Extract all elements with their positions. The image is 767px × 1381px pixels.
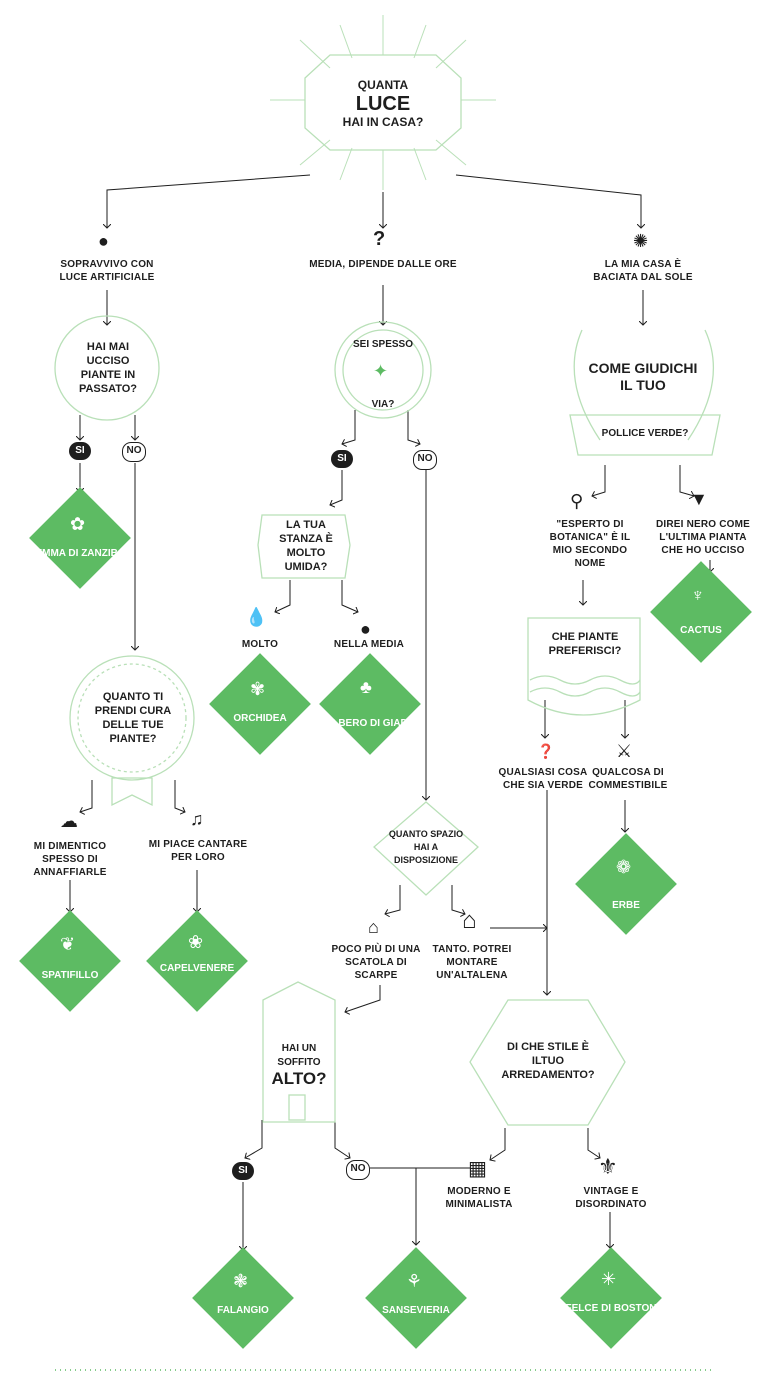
- answer-si-ceiling: SI: [232, 1162, 254, 1180]
- answer-no-killed: NO: [122, 442, 146, 462]
- trowel-icon: ⚲: [570, 491, 584, 511]
- plant-giada: ALBERO DI GIADA: [325, 718, 415, 729]
- dead-plant-pot-icon: ▼: [690, 489, 708, 509]
- question-away-top: SEI SPESSO: [352, 339, 414, 350]
- bulb-icon: ●: [98, 231, 109, 251]
- big-house-icon: ⌂: [462, 907, 477, 934]
- plant-spatifillo: SPATIFILLO: [41, 970, 99, 981]
- answer-big: TANTO. POTREI MONTARE UN'ALTALENA: [432, 944, 512, 981]
- question-killed: HAI MAI UCCISO PIANTE IN PASSATO?: [78, 341, 138, 395]
- plant-erbe: ERBE: [612, 900, 640, 911]
- title-line2: LUCE: [355, 93, 411, 115]
- answer-si-killed: SI: [69, 442, 91, 460]
- question-thumb-ribbon: POLLICE VERDE?: [601, 428, 689, 439]
- answer-modern: MODERNO E MINIMALISTA: [445, 1186, 513, 1210]
- title-question: QUANTA LUCE HAI IN CASA?: [305, 78, 461, 130]
- plant-capelvenere: CAPELVENERE: [159, 963, 235, 974]
- answer-molto: MOLTO: [241, 639, 279, 650]
- humid-frame: [257, 514, 351, 579]
- drop-icon: ●: [360, 619, 371, 639]
- title-sunburst: [270, 15, 496, 190]
- branch-medium: MEDIA, DIPENDE DALLE ORE: [309, 259, 457, 270]
- giada-plant-icon: ♣: [360, 677, 372, 697]
- title-frame: [304, 54, 462, 151]
- grid-icon: ▦: [468, 1158, 487, 1180]
- zanzibar-plant-icon: ✿: [70, 514, 86, 534]
- question-care: QUANTO TI PRENDI CURA DELLE TUE PIANTE?: [94, 691, 172, 745]
- thought-cloud-icon: ☁: [60, 811, 78, 831]
- style-frame: [469, 999, 626, 1126]
- orchidea-plant-icon: ✾: [250, 679, 266, 699]
- plant-sansevieria: SANSEVIERIA: [382, 1305, 450, 1316]
- question-small-icon: ❓: [537, 743, 555, 759]
- branch-artificial: SOPRAVVIVO CON LUCE ARTIFICIALE: [59, 259, 155, 283]
- felce-plant-icon: ✳: [601, 1269, 617, 1289]
- space-frame: [373, 801, 479, 896]
- plant-zanzibar: GEMMA DI ZANZIBAR: [27, 548, 133, 559]
- question-humid: LA TUA STANZA È MOLTO UMIDA?: [279, 519, 333, 573]
- fleur-de-lis-icon: ⚜: [598, 1154, 618, 1179]
- answer-no-away: NO: [413, 450, 437, 470]
- answer-si-away: SI: [331, 450, 353, 468]
- erbe-plant-icon: ❁: [616, 857, 632, 877]
- spatifillo-plant-icon: ❦: [60, 934, 76, 954]
- plant-falangio: FALANGIO: [217, 1305, 269, 1316]
- cutlery-icon: ⚔: [616, 741, 633, 761]
- answer-expert: "ESPERTO DI BOTANICA" È IL MIO SECONDO N…: [549, 519, 631, 569]
- plant-felce: FELCE DI BOSTON: [565, 1303, 657, 1314]
- question-thumb-top: COME GIUDICHI IL TUO: [588, 360, 698, 393]
- killed-frame: [54, 315, 160, 421]
- question-prefer: CHE PIANTE PREFERISCI?: [548, 631, 622, 657]
- music-note-icon: ♫: [190, 809, 204, 829]
- answer-edible: QUALCOSA DI COMMESTIBILE: [588, 767, 668, 791]
- answer-forget: MI DIMENTICO SPESSO DI ANNAFFIARLE: [33, 841, 107, 878]
- plant-cactus: CACTUS: [680, 625, 722, 636]
- falangio-plant-icon: ❃: [233, 1271, 249, 1291]
- question-away-bottom: VIA?: [371, 399, 395, 410]
- answer-black: DIREI NERO COME L'ULTIMA PIANTA CHE HO U…: [655, 519, 751, 556]
- ceiling-frame: [262, 981, 336, 1123]
- question-style: DI CHE STILE È ILTUO ARREDAMENTO?: [501, 1041, 595, 1081]
- drops-icon: 💧: [245, 607, 268, 627]
- answer-no-ceiling: NO: [346, 1160, 370, 1180]
- branch-sun: LA MIA CASA È BACIATA DAL SOLE: [593, 259, 693, 283]
- answer-vintage: VINTAGE E DISORDINATO: [575, 1186, 647, 1210]
- plant-orchidea: ORCHIDEA: [233, 713, 287, 724]
- compass-icon: ✦: [373, 361, 389, 381]
- question-icon: ?: [373, 228, 386, 250]
- title-line3: HAI IN CASA?: [342, 115, 424, 129]
- answer-small: POCO PIÙ DI UNA SCATOLA DI SCARPE: [331, 944, 421, 981]
- prefer-frame: [527, 617, 641, 716]
- answer-sing: MI PIACE CANTARE PER LORO: [148, 839, 248, 863]
- small-house-icon: ⌂: [368, 917, 379, 937]
- title-line1: QUANTA: [357, 78, 409, 92]
- question-ceiling-top: HAI UN SOFFITO: [277, 1043, 321, 1068]
- thumb-ribbon: [569, 414, 721, 456]
- care-frame: [69, 655, 195, 781]
- question-ceiling-bottom: ALTO?: [271, 1069, 327, 1088]
- answer-media: NELLA MEDIA: [333, 639, 405, 650]
- sansevieria-plant-icon: ⚘: [406, 1271, 423, 1291]
- answer-green: QUALSIASI COSA CHE SIA VERDE: [498, 767, 588, 791]
- thumb-wreath: [573, 329, 601, 441]
- capelvenere-plant-icon: ❀: [188, 932, 204, 952]
- question-space: QUANTO SPAZIO HAI A DISPOSIZIONE: [388, 829, 464, 865]
- cactus-plant-icon: ♆: [691, 585, 705, 605]
- sun-icon: ✺: [633, 231, 649, 251]
- away-frame: [334, 321, 432, 419]
